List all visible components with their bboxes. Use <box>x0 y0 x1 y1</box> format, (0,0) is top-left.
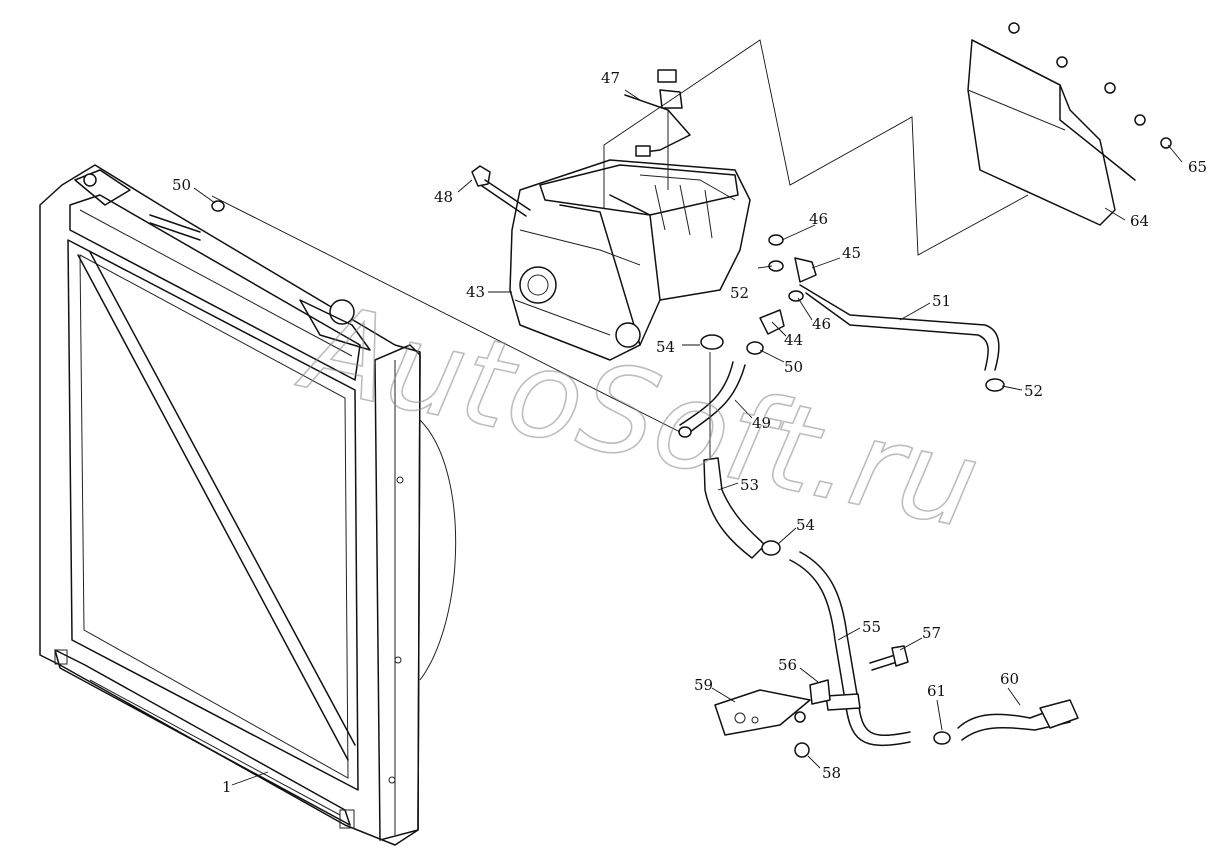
callout-51: 51 <box>932 292 951 310</box>
callout-46b: 46 <box>812 315 831 333</box>
callout-50a: 50 <box>172 176 191 194</box>
callout-1: 1 <box>222 778 232 796</box>
callout-52a: 52 <box>730 284 749 302</box>
callout-54a: 54 <box>656 338 675 356</box>
callout-61: 61 <box>927 682 946 700</box>
callout-55: 55 <box>862 618 881 636</box>
hose-60 <box>957 699 1079 741</box>
callout-47: 47 <box>601 69 620 87</box>
heat-shield-64 <box>967 22 1172 226</box>
radiator-assembly <box>39 164 457 846</box>
callout-50b: 50 <box>784 358 803 376</box>
bracket-56 <box>794 679 831 723</box>
nut-58 <box>794 742 810 758</box>
callout-64: 64 <box>1130 212 1149 230</box>
hose-49 <box>679 361 746 433</box>
hose-51 <box>799 284 1000 371</box>
bracket-59 <box>714 689 811 736</box>
callout-44: 44 <box>784 331 803 349</box>
callout-52b: 52 <box>1024 382 1043 400</box>
callout-43: 43 <box>466 283 485 301</box>
leader-lines <box>193 39 1183 786</box>
callout-59: 59 <box>694 676 713 694</box>
callout-58: 58 <box>822 764 841 782</box>
callout-54b: 54 <box>796 516 815 534</box>
callout-53: 53 <box>740 476 759 494</box>
callout-48: 48 <box>434 188 453 206</box>
hose-53 <box>703 457 766 559</box>
expansion-tank <box>509 159 751 361</box>
callout-56: 56 <box>778 656 797 674</box>
callout-60: 60 <box>1000 670 1019 688</box>
bolt-48 <box>471 165 531 217</box>
callout-57: 57 <box>922 624 941 642</box>
callout-45: 45 <box>842 244 861 262</box>
callout-labels: 1 43 44 45 46 46 47 48 49 50 50 51 52 52… <box>172 69 1207 796</box>
callout-49: 49 <box>752 414 771 432</box>
callout-65: 65 <box>1188 158 1207 176</box>
callout-46a: 46 <box>809 210 828 228</box>
bolt-57 <box>869 645 909 671</box>
